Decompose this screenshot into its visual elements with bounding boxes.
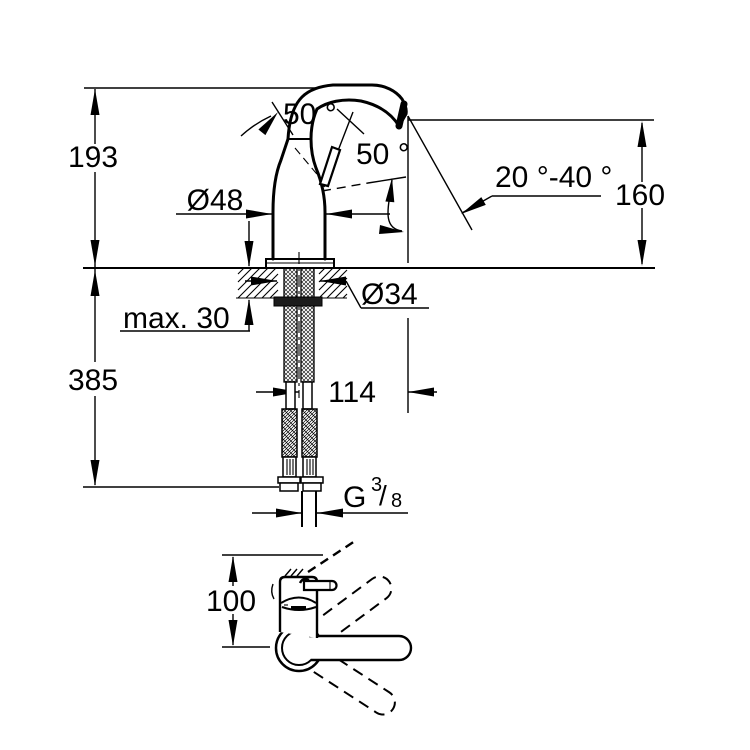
plan-cartridge-cap [280,596,317,611]
dim-label-193: 193 [68,141,118,174]
spout-swivel-up-dashed [308,575,393,646]
thread-numerator: 3 [371,474,382,496]
spout-swivel-down-dashed [309,648,396,716]
mounting-nut [273,296,323,307]
spout-arm-fill [309,636,411,660]
spout-outline [286,83,408,141]
supply-hoses [277,381,324,527]
plan-lever-dashed [307,537,359,574]
plan-dimension-lines [222,554,323,648]
counter-cross-section [236,267,348,299]
dim-label-max30: max. 30 [123,302,230,335]
thread-denominator: 8 [391,490,402,512]
hose-nuts [277,476,324,492]
dim-label-114: 114 [328,376,376,409]
mounting-shank [273,267,323,383]
dim-label-d48: Ø48 [187,184,244,217]
plan-lever [271,537,359,600]
dim-label-d34: Ø34 [361,278,418,311]
front-view-labels: 193 385 max. 30 Ø48 Ø34 114 160 50 ° 50 … [68,98,665,514]
handle-lever [318,145,342,188]
threaded-pipe [301,491,317,527]
thread-letter: G [343,481,366,514]
dim-label-50-handle: 50 ° [283,98,337,131]
front-view: 193 385 max. 30 Ø48 Ø34 114 160 50 ° 50 … [68,83,665,527]
spout-arm [309,634,413,662]
dim-label-160: 160 [615,179,665,212]
spout-outlet-face [395,100,408,130]
plan-view: 100 [206,537,413,716]
dim-label-385: 385 [68,364,118,397]
dim-label-100: 100 [206,585,256,618]
faucet-body-outline [265,137,335,268]
dim-label-20-40: 20 °-40 ° [495,161,612,194]
dim-label-thread: G 3 / 8 [343,474,402,514]
dimension-arrows [90,89,647,518]
thread-slash: / [379,480,387,511]
dim-label-50-spout: 50 ° [356,138,410,171]
